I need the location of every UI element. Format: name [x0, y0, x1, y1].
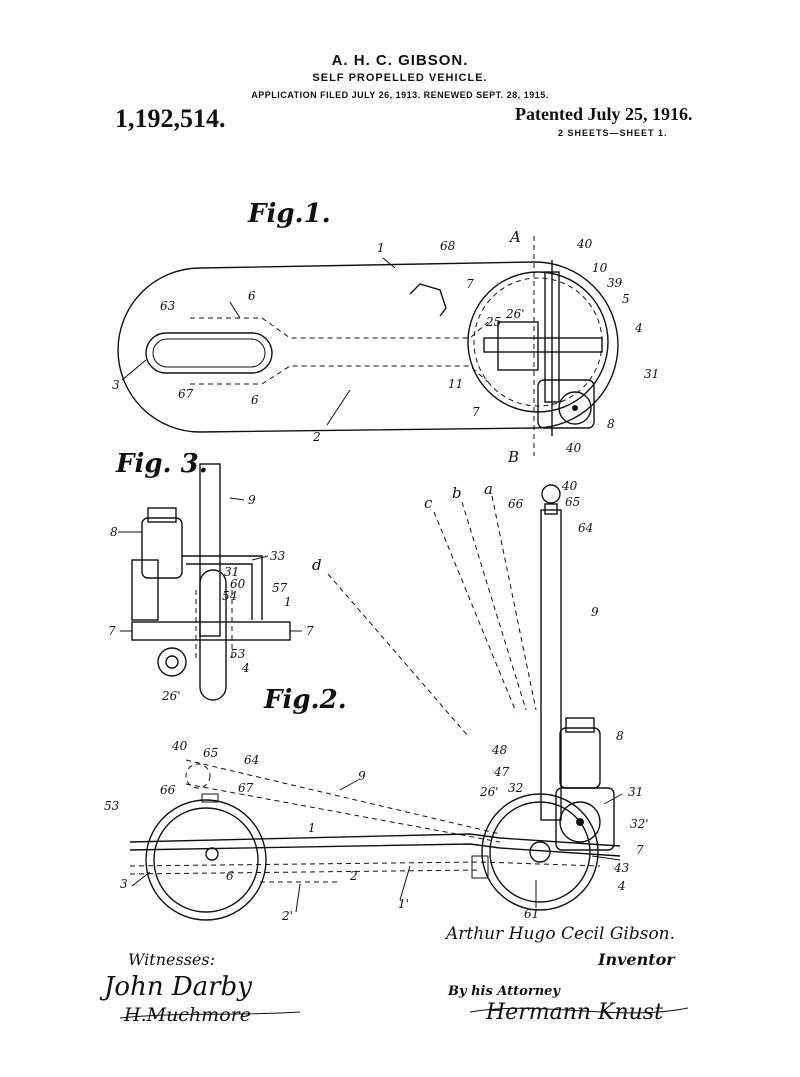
svg-text:2: 2 — [312, 430, 321, 444]
svg-text:4: 4 — [634, 321, 643, 335]
svg-text:26': 26' — [479, 785, 499, 799]
svg-text:9: 9 — [358, 769, 366, 783]
svg-text:65: 65 — [203, 746, 218, 760]
svg-text:5: 5 — [622, 292, 630, 306]
figure-1: Fig.1. A B — [112, 199, 659, 466]
svg-text:68: 68 — [440, 239, 456, 253]
svg-text:66: 66 — [160, 783, 176, 797]
svg-text:57: 57 — [272, 581, 288, 595]
svg-text:48: 48 — [491, 743, 508, 757]
svg-text:60: 60 — [230, 577, 246, 591]
svg-text:53: 53 — [230, 647, 246, 661]
svg-text:8: 8 — [607, 417, 615, 431]
svg-text:64: 64 — [578, 521, 593, 535]
svg-text:26': 26' — [161, 689, 181, 703]
svg-text:31: 31 — [224, 565, 239, 579]
fig1-label: Fig.1. — [247, 199, 331, 229]
svg-text:2': 2' — [281, 909, 293, 923]
svg-text:4: 4 — [241, 661, 250, 675]
svg-text:26': 26' — [505, 307, 525, 321]
svg-text:33: 33 — [270, 549, 286, 563]
svg-text:43: 43 — [613, 861, 630, 875]
svg-text:4: 4 — [617, 879, 626, 893]
svg-text:2: 2 — [349, 869, 358, 883]
svg-text:25: 25 — [485, 315, 501, 329]
witnesses-label: Witnesses: — [128, 950, 215, 969]
svg-text:7: 7 — [466, 277, 474, 291]
svg-text:31: 31 — [628, 785, 643, 799]
svg-text:31: 31 — [644, 367, 659, 381]
svg-text:61: 61 — [524, 907, 539, 921]
witness-signature-1: John Darby — [104, 972, 252, 1002]
svg-text:d: d — [312, 556, 322, 574]
svg-text:1: 1 — [308, 821, 316, 835]
svg-text:1: 1 — [377, 241, 385, 255]
svg-text:7: 7 — [108, 624, 116, 638]
svg-text:8: 8 — [616, 729, 624, 743]
patent-number: 1,192,514. — [115, 104, 226, 133]
svg-text:6: 6 — [226, 869, 234, 883]
svg-text:1': 1' — [398, 897, 409, 911]
svg-text:a: a — [484, 480, 493, 498]
svg-text:32: 32 — [508, 781, 523, 795]
svg-text:B: B — [507, 448, 519, 466]
attorney-signature: Hermann Knust — [486, 1000, 663, 1025]
inventor-name: A. H. C. GIBSON. — [331, 52, 469, 69]
svg-text:7: 7 — [306, 624, 314, 638]
svg-text:63: 63 — [160, 299, 176, 313]
svg-text:53: 53 — [104, 799, 120, 813]
svg-text:67: 67 — [178, 387, 194, 401]
svg-text:c: c — [424, 494, 433, 512]
application-line: APPLICATION FILED JULY 26, 1913. RENEWED… — [251, 90, 549, 100]
svg-text:A: A — [508, 228, 521, 246]
svg-text:10: 10 — [592, 261, 608, 275]
svg-text:11: 11 — [448, 377, 463, 391]
svg-text:3: 3 — [112, 378, 120, 392]
svg-text:64: 64 — [244, 753, 259, 767]
witness-signature-2: H.Muchmore — [124, 1004, 251, 1026]
fig2-label: Fig.2. — [263, 685, 347, 715]
signature-strokes — [119, 1007, 689, 1019]
svg-text:32': 32' — [630, 817, 649, 831]
svg-text:39: 39 — [607, 276, 623, 290]
figure-3: Fig. 3. 9 8 33 — [108, 449, 314, 703]
svg-text:1: 1 — [284, 595, 292, 609]
svg-text:47: 47 — [493, 765, 510, 779]
svg-text:65: 65 — [565, 495, 580, 509]
svg-text:7: 7 — [472, 405, 480, 419]
svg-text:54: 54 — [222, 589, 237, 603]
svg-text:66: 66 — [508, 497, 524, 511]
svg-text:b: b — [452, 484, 462, 502]
svg-text:40: 40 — [561, 479, 578, 493]
svg-text:6: 6 — [251, 393, 259, 407]
sheet-count: 2 SHEETS—SHEET 1. — [558, 128, 668, 138]
fig3-label: Fig. 3. — [115, 449, 208, 479]
inventor-full-name: Arthur Hugo Cecil Gibson. — [446, 924, 676, 944]
attorney-label: By his Attorney — [448, 984, 560, 999]
svg-text:3: 3 — [120, 877, 128, 891]
svg-text:40: 40 — [565, 441, 582, 455]
svg-text:7: 7 — [636, 843, 644, 857]
svg-text:40: 40 — [576, 237, 593, 251]
svg-text:8: 8 — [110, 525, 118, 539]
svg-text:9: 9 — [248, 493, 256, 507]
figure-2: Fig.2. — [104, 479, 649, 923]
svg-text:40: 40 — [171, 739, 188, 753]
svg-text:67: 67 — [238, 781, 254, 795]
svg-text:6: 6 — [248, 289, 256, 303]
patented-date: Patented July 25, 1916. — [515, 104, 693, 124]
svg-text:9: 9 — [591, 605, 599, 619]
inventor-caption: Inventor — [598, 950, 675, 969]
patent-title: SELF PROPELLED VEHICLE. — [312, 72, 488, 84]
